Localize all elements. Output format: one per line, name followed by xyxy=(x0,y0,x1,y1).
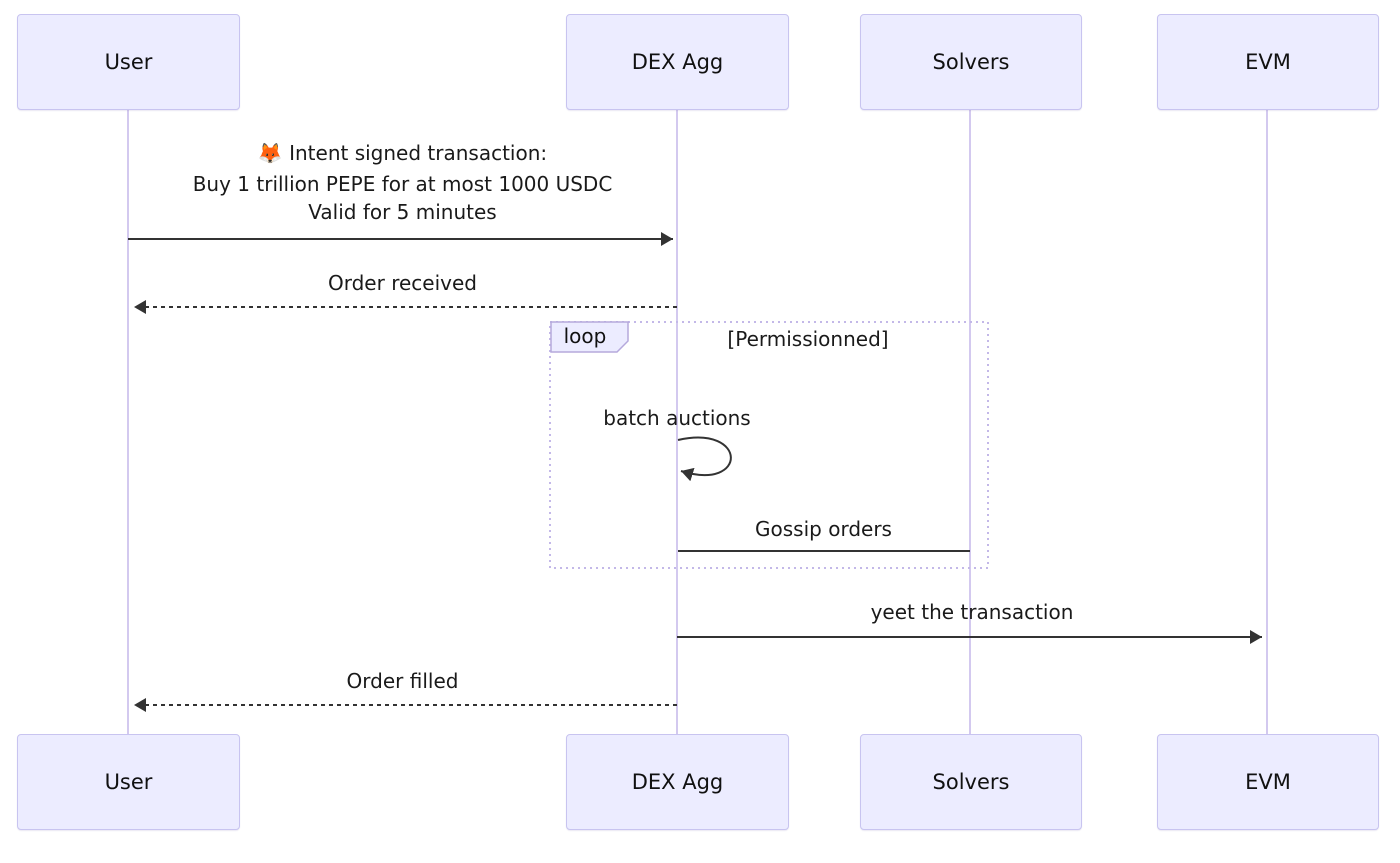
actor-box-user-top: User xyxy=(17,14,240,110)
fox-icon: 🦊 xyxy=(257,141,283,165)
actor-label-dex-agg: DEX Agg xyxy=(631,50,724,74)
lifeline-user xyxy=(127,110,129,734)
loop-label: loop xyxy=(563,324,607,348)
actor-label-evm: EVM xyxy=(1245,770,1291,794)
actor-box-dex-agg-bottom: DEX Agg xyxy=(566,734,789,830)
message-intent-line-2: Buy 1 trillion PEPE for at most 1000 USD… xyxy=(192,172,613,196)
arrow-batch-auctions-self-loop xyxy=(677,436,732,482)
actor-box-evm-top: EVM xyxy=(1157,14,1379,110)
message-label-order-received: Order received xyxy=(328,271,477,295)
actor-label-user: User xyxy=(104,770,153,794)
loop-condition: [Permissionned] xyxy=(727,327,889,351)
message-intent-line-3: Valid for 5 minutes xyxy=(308,200,497,224)
actor-box-solvers-top: Solvers xyxy=(860,14,1082,110)
actor-label-evm: EVM xyxy=(1245,50,1291,74)
message-label-batch-auctions: batch auctions xyxy=(603,406,751,430)
actor-label-solvers: Solvers xyxy=(932,50,1010,74)
actor-box-user-bottom: User xyxy=(17,734,240,830)
message-intent-line-1: 🦊 Intent signed transaction: xyxy=(128,139,677,167)
lifeline-solvers xyxy=(969,110,971,734)
actor-box-dex-agg-top: DEX Agg xyxy=(566,14,789,110)
actor-box-evm-bottom: EVM xyxy=(1157,734,1379,830)
actor-box-solvers-bottom: Solvers xyxy=(860,734,1082,830)
lifeline-evm xyxy=(1266,110,1268,734)
message-label-yeet-transaction: yeet the transaction xyxy=(870,600,1074,624)
message-label-intent: 🦊 Intent signed transaction: Buy 1 trill… xyxy=(128,139,677,226)
actor-label-user: User xyxy=(104,50,153,74)
message-intent-title: Intent signed transaction: xyxy=(289,141,548,165)
message-label-order-filled: Order filled xyxy=(346,669,459,693)
actor-label-solvers: Solvers xyxy=(932,770,1010,794)
actor-label-dex-agg: DEX Agg xyxy=(631,770,724,794)
message-label-gossip-orders: Gossip orders xyxy=(755,517,892,541)
